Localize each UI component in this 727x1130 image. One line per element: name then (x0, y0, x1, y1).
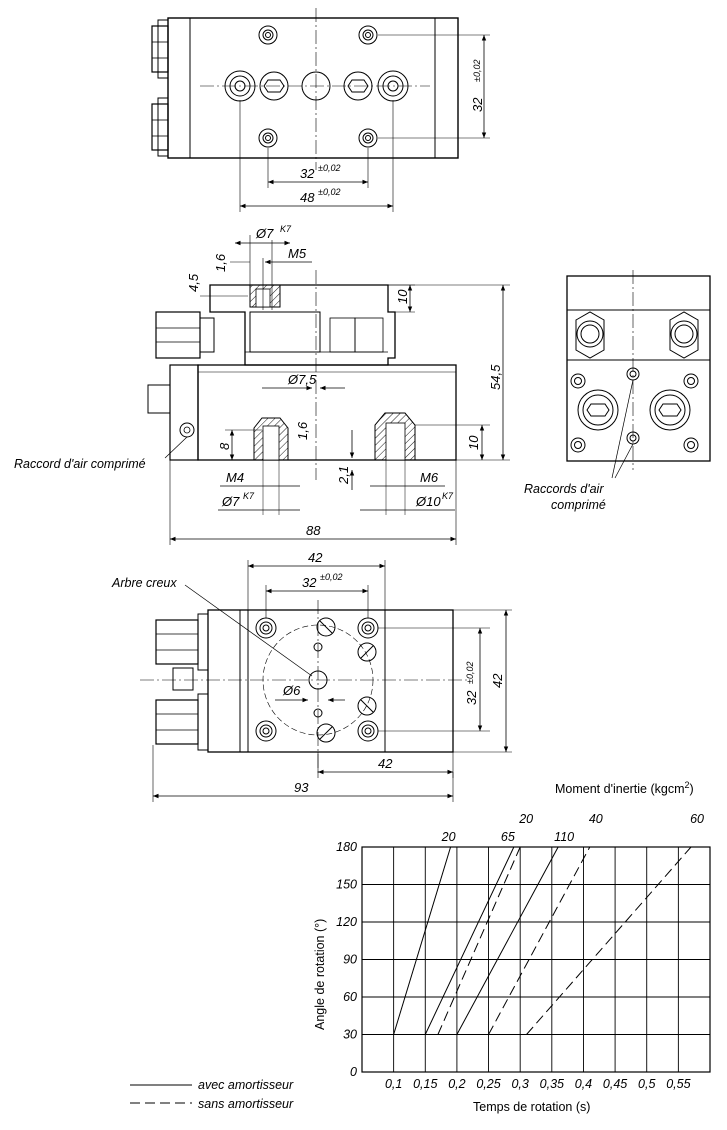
dim-bot-d6: Ø6 (282, 683, 301, 698)
series-line-0 (393, 846, 452, 1035)
dim-bot-32-tol: ±0,02 (320, 572, 342, 582)
legend-dashed-label: sans amortisseur (198, 1097, 294, 1111)
dim-sec-d10-low-fit: K7 (442, 491, 454, 501)
dim-sec-d7-low: Ø7 (221, 494, 240, 509)
x-tick-label: 0,15 (413, 1077, 437, 1091)
x-tick-label: 0,25 (476, 1077, 500, 1091)
label-air-connection: Raccord d'air comprimé (14, 457, 146, 471)
dim-sec-2-1: 2,1 (336, 466, 351, 485)
dim-top-32-vertical: 32 (470, 97, 485, 112)
x-tick-label: 0,2 (448, 1077, 465, 1091)
dim-sec-88: 88 (306, 523, 321, 538)
side-view: Raccords d'air comprimé (524, 270, 711, 512)
label-hollow-shaft: Arbre creux (111, 576, 177, 590)
bottom-view: Arbre creux Ø6 42 32 ±0,02 32 ±0,02 42 4… (111, 550, 512, 802)
y-tick-label: 0 (350, 1065, 357, 1079)
series-label-0: 20 (441, 830, 456, 844)
x-tick-label: 0,45 (603, 1077, 627, 1091)
chart-x-ticks: 0,1 0,15 0,2 0,25 0,3 0,35 0,4 0,45 0,5 0,55 (385, 1077, 691, 1091)
chart-title: Moment d'inertie (kgcm2) (555, 780, 694, 796)
legend-solid-label: avec amortisseur (198, 1078, 294, 1092)
label-air-connections-1: Raccords d'air (524, 482, 604, 496)
chart-legend: avec amortisseur sans amortisseur (130, 1078, 294, 1111)
series-line-4 (488, 846, 591, 1035)
dim-sec-1-6-mid: 1,6 (295, 421, 310, 440)
dim-top-32-vertical-tol: ±0,02 (472, 60, 482, 82)
dim-sec-d10-low: Ø10 (415, 494, 441, 509)
dim-sec-m6: M6 (420, 470, 439, 485)
series-line-5 (526, 846, 692, 1035)
dim-sec-10-top: 10 (395, 289, 410, 304)
dim-sec-d7-5: Ø7,5 (287, 372, 317, 387)
dim-top-48-tol: ±0,02 (318, 187, 340, 197)
dim-sec-m5: M5 (288, 246, 307, 261)
series-label-4: 40 (589, 812, 603, 826)
dim-bot-32-vertical: 32 (464, 690, 479, 705)
dim-bot-32-vertical-tol: ±0,02 (465, 662, 475, 684)
dim-bot-32: 32 (302, 575, 317, 590)
dim-sec-1-6-top: 1,6 (213, 253, 228, 272)
dim-sec-m4: M4 (226, 470, 244, 485)
chart-x-label: Temps de rotation (s) (473, 1100, 590, 1114)
series-label-5: 60 (690, 812, 704, 826)
series-line-3 (456, 846, 559, 1035)
dim-sec-4-5: 4,5 (186, 273, 201, 292)
dim-sec-54-5: 54,5 (488, 364, 503, 390)
x-tick-label: 0,3 (511, 1077, 528, 1091)
label-air-connections-2: comprimé (551, 498, 606, 512)
series-label-1: 65 (501, 830, 515, 844)
y-tick-label: 30 (343, 1028, 357, 1042)
series-label-2: 20 (518, 812, 533, 826)
dim-bot-42-vertical: 42 (490, 673, 505, 688)
series-line-2 (437, 846, 521, 1035)
dim-sec-8: 8 (217, 442, 232, 450)
dim-top-48: 48 (300, 190, 315, 205)
y-tick-label: 150 (336, 878, 357, 892)
x-tick-label: 0,1 (385, 1077, 402, 1091)
dim-sec-d7-fit: K7 (280, 224, 292, 234)
dim-top-32-tol: ±0,02 (318, 163, 340, 173)
chart-y-label: Angle de rotation (°) (313, 919, 327, 1030)
x-tick-label: 0,4 (575, 1077, 592, 1091)
dim-sec-d7: Ø7 (255, 226, 274, 241)
x-tick-label: 0,5 (638, 1077, 655, 1091)
dim-bot-93: 93 (294, 780, 309, 795)
dim-top-32: 32 (300, 166, 315, 181)
section-view: Ø7 K7 1,6 M5 4,5 10 54,5 Ø7,5 8 1,6 10 2… (14, 224, 510, 545)
chart-y-ticks: 0 30 60 90 120 150 180 (336, 840, 357, 1079)
series-label-3: 110 (554, 830, 574, 844)
x-tick-label: 0,35 (540, 1077, 564, 1091)
dim-bot-42-bottom: 42 (378, 756, 393, 771)
y-tick-label: 180 (336, 840, 357, 854)
chart-grid (361, 846, 711, 1073)
series-line-1 (424, 846, 515, 1035)
chart-series (393, 846, 692, 1035)
y-tick-label: 60 (343, 990, 357, 1004)
y-tick-label: 120 (336, 915, 357, 929)
dim-sec-10-bot: 10 (466, 435, 481, 450)
dim-sec-d7-low-fit: K7 (243, 491, 255, 501)
y-tick-label: 90 (343, 953, 357, 967)
x-tick-label: 0,55 (666, 1077, 690, 1091)
dim-bot-42-top: 42 (308, 550, 323, 565)
top-view: 32 ±0,02 32 ±0,02 48 ±0,02 (151, 8, 490, 212)
